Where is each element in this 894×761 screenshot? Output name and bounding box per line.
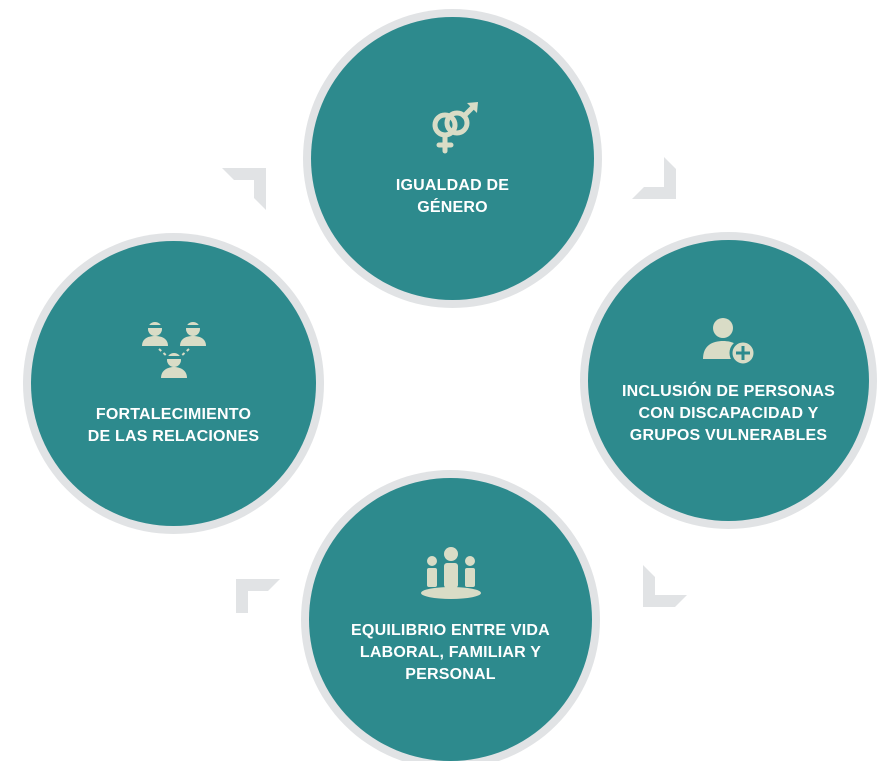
node-relationships: FORTALECIMIENTO DE LAS RELACIONES: [31, 241, 316, 526]
corner-arrow-icon: [222, 168, 266, 210]
corner-arrow-icon: [632, 157, 676, 199]
node-label: IGUALDAD DE GÉNERO: [395, 176, 510, 216]
person-add-icon: [702, 317, 756, 366]
network-people-icon: [141, 321, 206, 378]
corner-arrow-icon: [236, 579, 280, 613]
node-gender-equality: IGUALDAD DE GÉNERO: [311, 17, 594, 300]
gender-symbols-icon: [432, 101, 478, 153]
node-label: FORTALECIMIENTO DE LAS RELACIONES: [87, 405, 260, 445]
corner-arrow-icon: [643, 565, 687, 607]
node-label: INCLUSIÓN DE PERSONAS CON DISCAPACIDAD Y…: [621, 382, 836, 444]
node-inclusion: INCLUSIÓN DE PERSONAS CON DISCAPACIDAD Y…: [588, 240, 869, 521]
node-work-life-balance: EQUILIBRIO ENTRE VIDA LABORAL, FAMILIAR …: [309, 478, 592, 761]
node-label: EQUILIBRIO ENTRE VIDA LABORAL, FAMILIAR …: [351, 621, 550, 683]
team-icon: [420, 546, 481, 599]
